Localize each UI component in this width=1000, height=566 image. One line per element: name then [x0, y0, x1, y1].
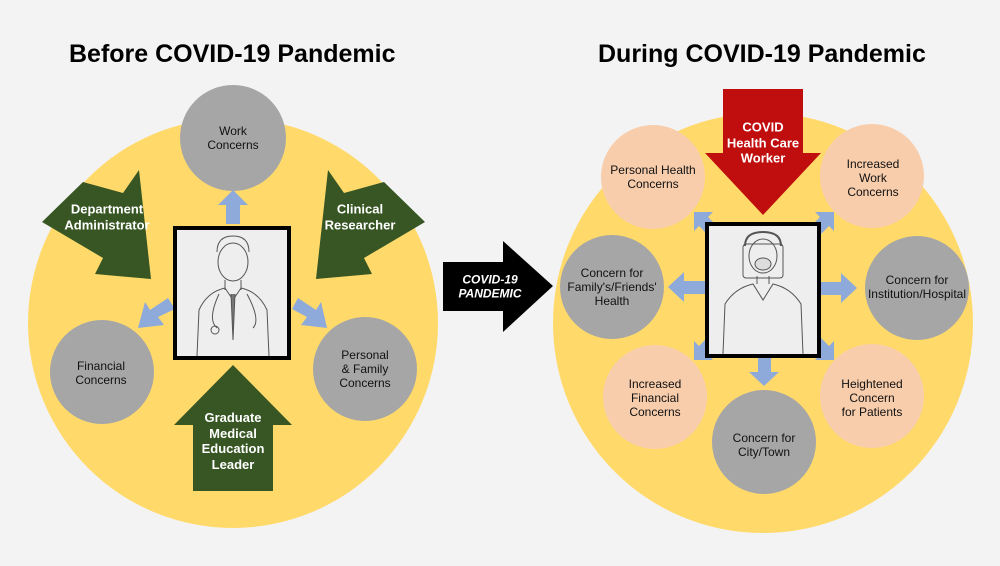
- blue-arrow-up-icon: [218, 190, 248, 224]
- green-arrow-clinical-researcher: [316, 170, 425, 279]
- physician-sketch-image: [173, 226, 291, 360]
- title-before: Before COVID-19 Pandemic: [69, 40, 396, 68]
- right-concern-circle-institution: [865, 236, 969, 340]
- right-concern-circle-personal-health: [601, 125, 705, 229]
- left-concern-circle-financial: [50, 320, 154, 424]
- physician-sketch-icon: [196, 235, 270, 356]
- blue-arrow-down-left-icon: [138, 298, 175, 328]
- left-concern-circle-work: [180, 85, 286, 191]
- right-concern-circle-family-friends: [560, 235, 664, 339]
- blue-arrow-down-right-icon: [292, 298, 327, 328]
- blue-arrow-down-icon: [749, 356, 779, 386]
- green-arrow-department-administrator: [42, 170, 151, 279]
- health-care-worker-sketch-icon: [722, 230, 804, 354]
- right-concern-circle-city-town: [712, 390, 816, 494]
- blue-arrow-right-icon: [820, 273, 857, 303]
- right-concern-circle-increased-work: [820, 124, 924, 228]
- blue-arrow-left-icon: [668, 272, 705, 302]
- green-arrow-gme-leader: [174, 365, 292, 491]
- left-concern-circle-personal-family: [313, 317, 417, 421]
- health-care-worker-sketch-image: [705, 222, 821, 358]
- transition-arrow-icon: [443, 241, 553, 332]
- right-concern-circle-increased-financial: [603, 345, 707, 449]
- red-arrow-covid-health-care-worker: [705, 89, 821, 215]
- title-during: During COVID-19 Pandemic: [598, 40, 926, 68]
- right-concern-circle-patients: [820, 344, 924, 448]
